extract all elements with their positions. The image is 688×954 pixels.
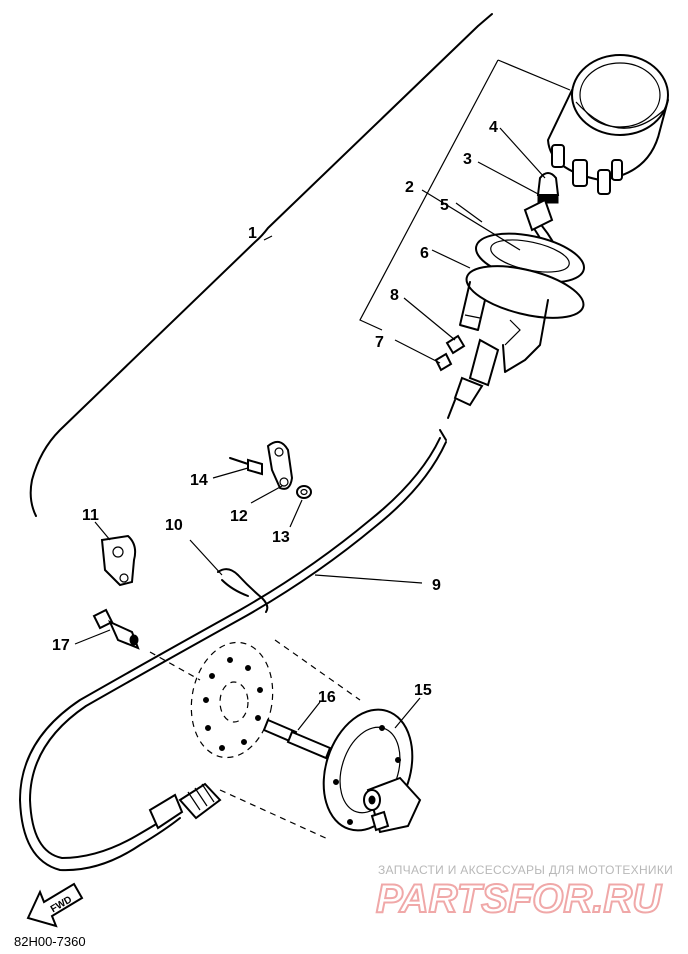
callout-17: 17	[52, 637, 70, 654]
reference-line-b	[219, 789, 331, 841]
cable-bracket	[100, 534, 137, 587]
callout-13: 13	[272, 529, 290, 546]
callout-7: 7	[375, 334, 384, 351]
reference-line-a	[149, 651, 201, 681]
watermark-logo: PARTSFOR.RU	[376, 877, 662, 921]
speedometer-cable	[19, 437, 441, 872]
speedometer-cable-inner	[29, 441, 447, 859]
group-bracket-1	[29, 13, 493, 517]
callout-6: 6	[420, 245, 429, 262]
meter-base	[459, 265, 585, 373]
forward-arrow-icon: FWD	[26, 882, 84, 928]
callout-12: 12	[230, 508, 248, 525]
callout-15: 15	[414, 682, 432, 699]
callout-16: 16	[318, 689, 336, 706]
meter-nut	[434, 352, 453, 372]
cable-guide	[217, 568, 269, 613]
callout-4: 4	[489, 119, 498, 136]
callout-2: 2	[405, 179, 414, 196]
cable-clamp	[266, 440, 294, 490]
callout-3: 3	[463, 151, 472, 168]
callout-14: 14	[190, 472, 208, 489]
speedometer-meter	[547, 54, 669, 195]
watermark-caption: ЗАПЧАСТИ И АКСЕССУАРЫ ДЛЯ МОТОТЕХНИКИ	[378, 863, 673, 877]
leader-lines	[74, 127, 546, 731]
callout-8: 8	[390, 287, 399, 304]
cable-meter-end	[439, 338, 500, 441]
callout-10: 10	[165, 517, 183, 534]
watermark: ЗАПЧАСТИ И АКСЕССУАРЫ ДЛЯ МОТОТЕХНИКИ PA…	[375, 863, 673, 922]
group-bracket-2-top	[497, 59, 571, 91]
group-bracket-2	[359, 59, 499, 331]
callout-11: 11	[82, 507, 99, 524]
callout-1: 1	[248, 225, 257, 242]
meter-bulb	[536, 172, 560, 204]
drive-shaft	[262, 718, 332, 760]
meter-bolt	[445, 334, 466, 355]
wheel-hub-reference	[190, 641, 274, 759]
diagram-code: 82H00-7360	[14, 934, 86, 949]
hub-bolt	[92, 608, 140, 650]
clamp-screw	[229, 457, 263, 476]
speedometer-gear-unit	[322, 708, 422, 834]
clamp-nut	[296, 485, 312, 499]
cable-hub-end	[148, 782, 222, 830]
callout-5: 5	[440, 197, 449, 214]
callout-9: 9	[432, 577, 441, 594]
